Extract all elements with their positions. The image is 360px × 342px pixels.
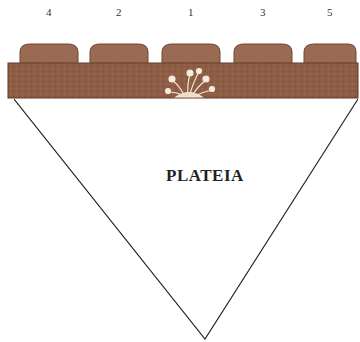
stage-band [8,63,358,98]
audience-area: PLATEIA [14,98,358,340]
area-label: PLATEIA [166,166,244,186]
triangle-outline [14,98,358,340]
callout-number: 1 [188,7,194,18]
altar-flowers [166,69,215,98]
callout-number: 4 [46,7,52,18]
callout-number: 3 [260,7,266,18]
stage-seats [20,44,356,64]
callout-number: 2 [116,7,122,18]
callout-number: 5 [327,7,333,18]
